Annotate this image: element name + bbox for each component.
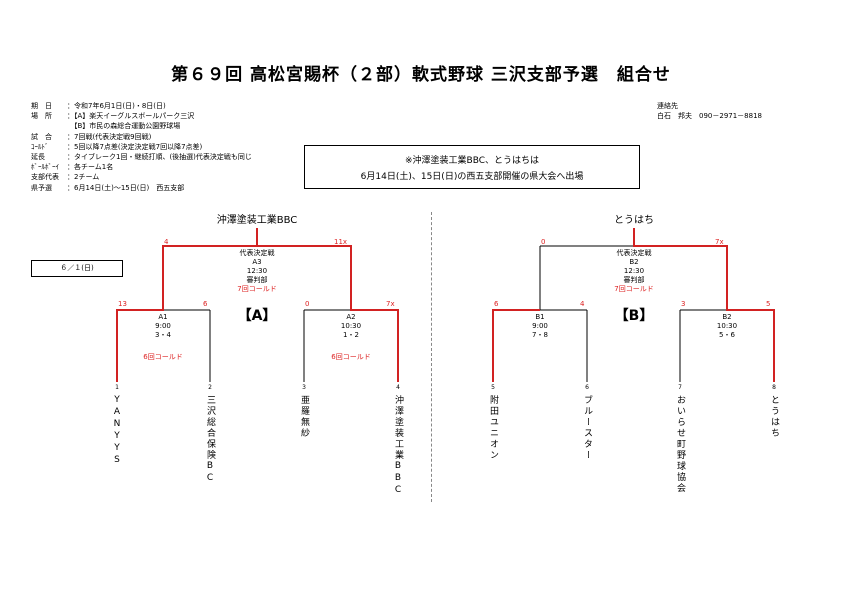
score-a2-left: 0 <box>305 300 310 308</box>
match-info-a2: A2 10:30 1・2 <box>340 313 362 339</box>
info-row: ｺｰﾙﾄﾞ：5回以降7点差(決定決定戦7回以降7点差) <box>31 142 203 151</box>
winner-label-a: 沖澤塗装工業BBC <box>216 215 298 226</box>
team-number: 4 <box>396 384 400 391</box>
score-a1-right: 6 <box>203 300 208 308</box>
notice-box: ※沖澤塗装工業BBC、とうはちは 6月14日(土)、15日(日)の西五支部開催の… <box>304 145 640 189</box>
winner-path <box>116 245 257 382</box>
match-info-a1: A1 9:00 3・4 <box>155 313 171 339</box>
score-final-a-left: 4 <box>164 238 169 246</box>
team-number: 7 <box>678 384 682 391</box>
score-b2-left: 3 <box>681 300 686 308</box>
team-number: 2 <box>208 384 212 391</box>
called-game-note: 7回コールド <box>237 285 277 293</box>
team-number: 8 <box>772 384 776 391</box>
score-final-b-right: 7x <box>715 238 724 246</box>
score-b2-right: 5 <box>766 300 771 308</box>
info-row: 支部代表：2チーム <box>31 173 100 182</box>
score-a2-right: 7x <box>386 300 395 308</box>
score-b1-left: 6 <box>494 300 499 308</box>
score-a1-left: 13 <box>118 300 127 308</box>
block-label-a: 【A】 <box>237 308 277 324</box>
info-row: 期 日：令和7年6月1日(日)・8日(日) <box>31 102 166 110</box>
team-name: YANYYS <box>112 395 122 467</box>
team-name: おいらせ町野球協会 <box>675 395 685 494</box>
called-game-note: 7回コールド <box>614 285 654 293</box>
team-name: 三沢総合保険BC <box>205 395 215 485</box>
winner-path <box>492 309 540 382</box>
team-number: 1 <box>115 384 119 391</box>
winner-path <box>633 228 775 382</box>
info-row: 延長：タイブレーク1回・継続打順、(後抽選)代表決定戦も同じ <box>31 153 252 162</box>
info-row: 【B】市民の森総合運動公園野球場 <box>67 122 181 131</box>
team-number: 5 <box>491 384 495 391</box>
match-info-a3: 代表決定戦 A3 12:30 審判部 7回コールド <box>237 249 277 293</box>
notice-line: ※沖澤塗装工業BBC、とうはちは <box>404 156 540 166</box>
team-number: 6 <box>585 384 589 391</box>
score-final-a-right: 11x <box>334 238 348 246</box>
team-name: ブルースター <box>582 395 592 461</box>
notice-line: 6月14日(土)、15日(日)の西五支部開催の県大会へ出場 <box>360 172 584 182</box>
match-info-b2: B2 10:30 5・6 <box>716 313 738 339</box>
match-info-b1: B1 9:00 7・8 <box>532 313 548 339</box>
team-name: 附田ユニオン <box>488 395 498 461</box>
winner-label-b: とうはち <box>614 215 654 226</box>
event-info: 期 日：令和7年6月1日(日)・8日(日) 場 所：【A】楽天イーグルスボールパ… <box>31 101 252 193</box>
winner-path <box>257 245 399 382</box>
info-row: 場 所：【A】楽天イーグルスボールパーク三沢 <box>31 112 195 121</box>
score-b1-right: 4 <box>580 300 585 308</box>
block-label-b: 【B】 <box>614 308 654 324</box>
contact-person: 白石 邦夫 090－2971－8818 <box>657 112 762 121</box>
info-row: 試 合：7回戦(代表決定戦9回戦) <box>31 132 152 141</box>
info-row: 県予選：6月14日(土)～15日(日) 西五支部 <box>31 183 185 192</box>
contact-info: 連絡先 白石 邦夫 090－2971－8818 <box>657 101 762 121</box>
match-date-box: ６／１(日) <box>31 260 123 277</box>
called-game-note: 6回コールド <box>143 353 183 361</box>
match-info-b-final: 代表決定戦 B2 12:30 審判部 7回コールド <box>614 249 654 293</box>
team-name: 沖澤塗装工業BBC <box>393 395 403 497</box>
bracket-separator <box>431 212 432 502</box>
team-name: 亜羅無紗 <box>299 395 309 439</box>
info-row: ﾎﾞｰﾙﾎﾞｰｲ：各チーム1名 <box>31 163 114 172</box>
contact-label: 連絡先 <box>657 102 678 110</box>
page-title: 第６９回 高松宮賜杯（２部）軟式野球 三沢支部予選 組合せ <box>171 65 671 85</box>
called-game-note: 6回コールド <box>331 353 371 361</box>
team-number: 3 <box>302 384 306 391</box>
score-final-b-left: 0 <box>541 238 546 246</box>
team-name: とうはち <box>769 395 779 439</box>
